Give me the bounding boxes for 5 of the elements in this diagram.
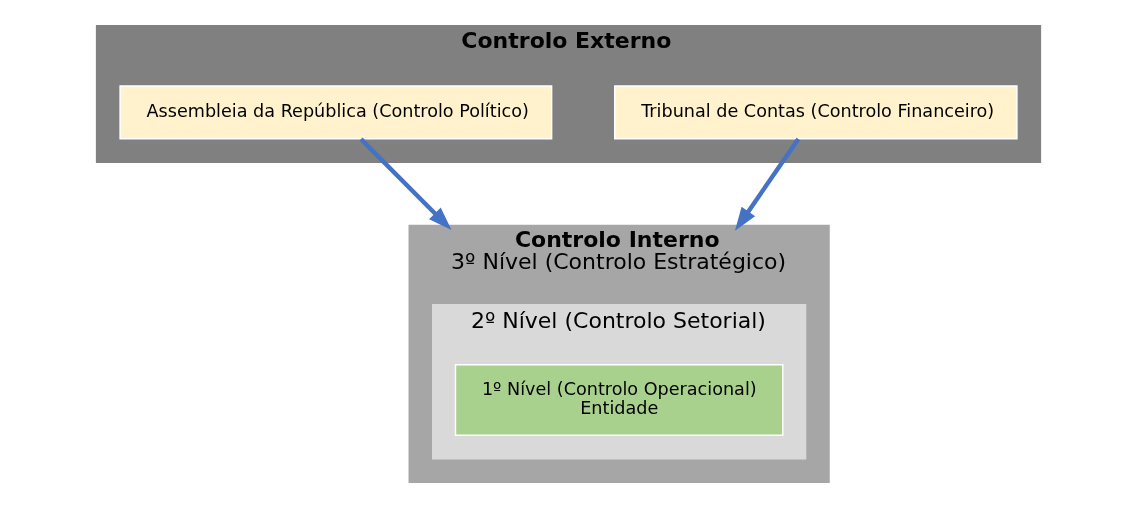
arrow (734, 137, 801, 231)
node-box: 1º Nível (Controlo Operacional) Entidade (454, 364, 784, 436)
node-box: Assembleia da República (Controlo Político) (119, 85, 553, 140)
arrow (359, 137, 452, 231)
node-box: Tribunal de Contas (Controlo Financeiro) (614, 85, 1018, 140)
